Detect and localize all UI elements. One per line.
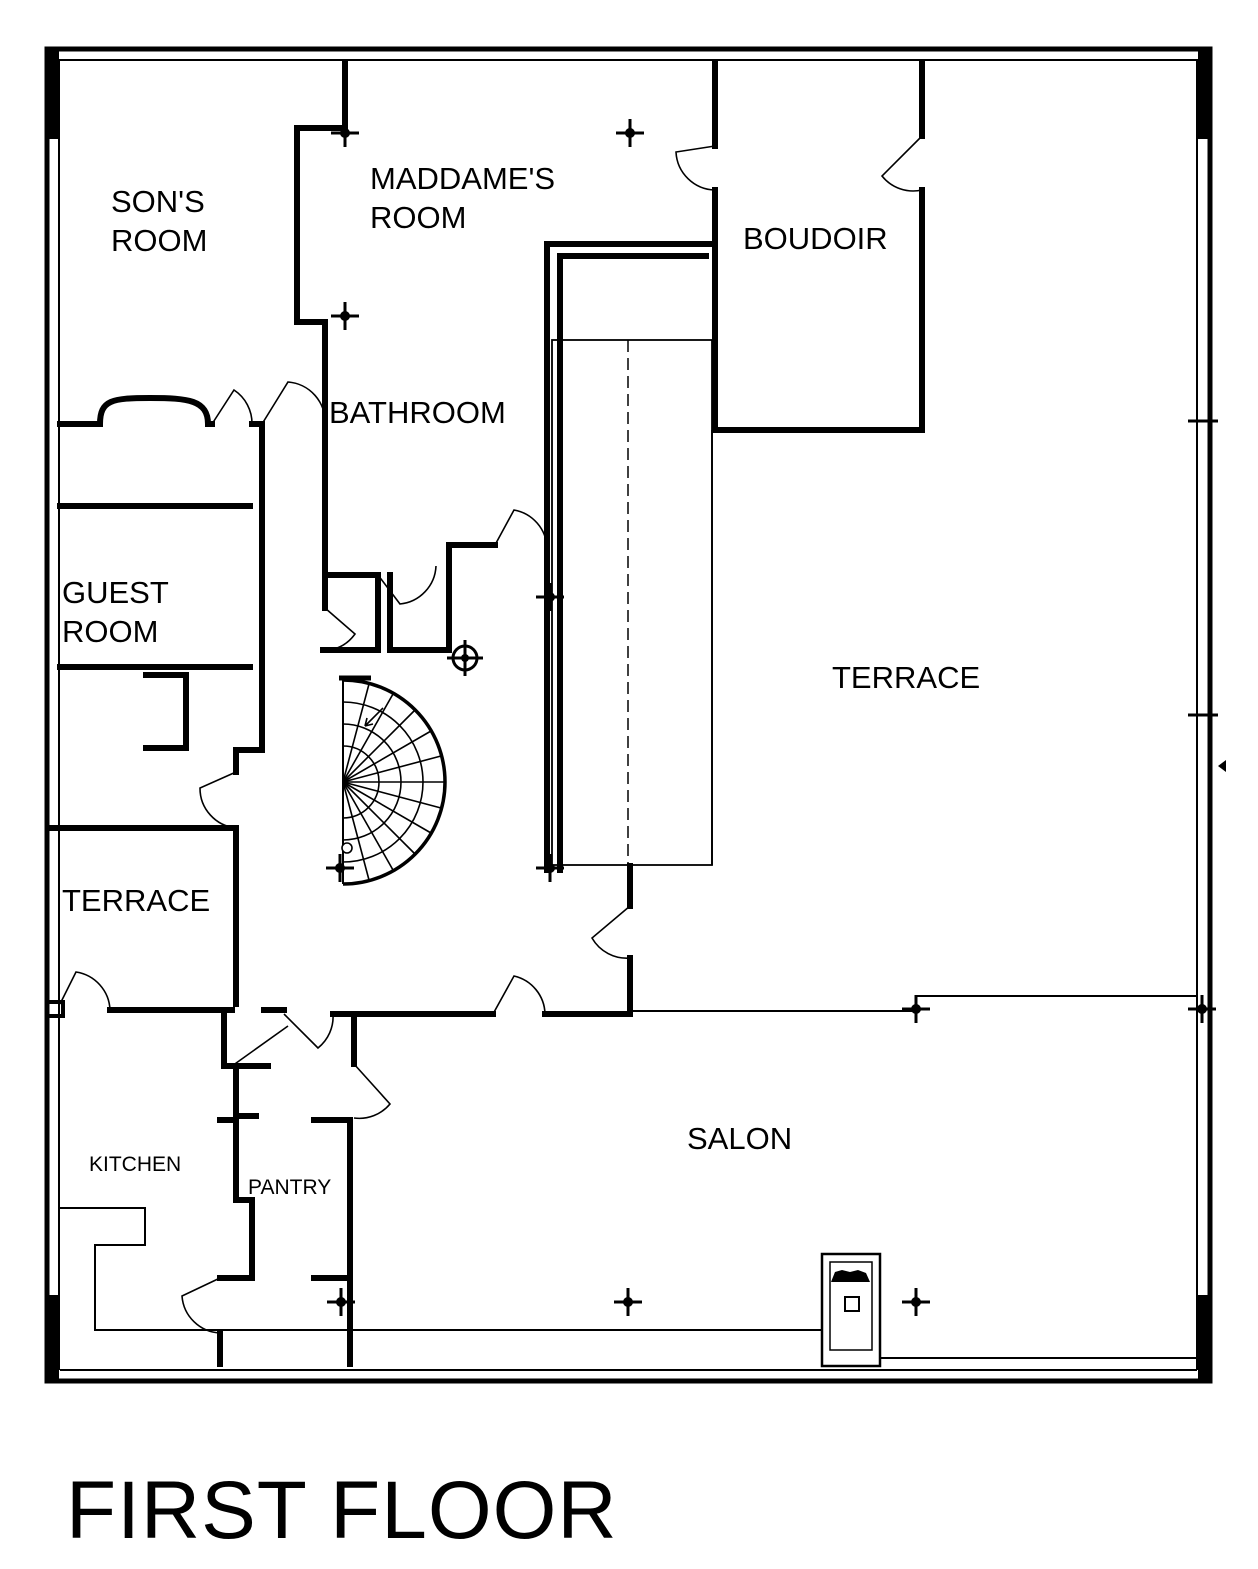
column-marker (902, 995, 930, 1023)
column-marker (447, 640, 483, 676)
label-terrace-main: TERRACE (832, 660, 980, 695)
plan-title: FIRST FLOOR (66, 1465, 618, 1556)
column-marker (326, 854, 354, 882)
door-swings (59, 135, 923, 1334)
outer-wall (44, 46, 1213, 1384)
wall-tick (1188, 419, 1226, 772)
column-marker (902, 1288, 930, 1316)
label-kitchen: KITCHEN (89, 1153, 181, 1176)
thin-lines (60, 339, 1197, 1368)
column-marker (331, 302, 359, 330)
interior-walls (47, 59, 925, 1367)
columns (45, 119, 1226, 1316)
column-marker (614, 1288, 642, 1316)
label-bathroom: BATHROOM (329, 395, 506, 430)
label-terrace-small: TERRACE (62, 883, 210, 918)
column-marker (327, 1288, 355, 1316)
column-marker (1188, 995, 1216, 1023)
label-salon: SALON (687, 1121, 792, 1156)
column-marker (536, 583, 564, 611)
column-marker (536, 854, 564, 882)
label-boudoir: BOUDOIR (743, 221, 888, 256)
column-marker (616, 119, 644, 147)
column-marker (331, 119, 359, 147)
label-pantry: PANTRY (248, 1176, 331, 1199)
spiral-staircase (339, 675, 447, 886)
